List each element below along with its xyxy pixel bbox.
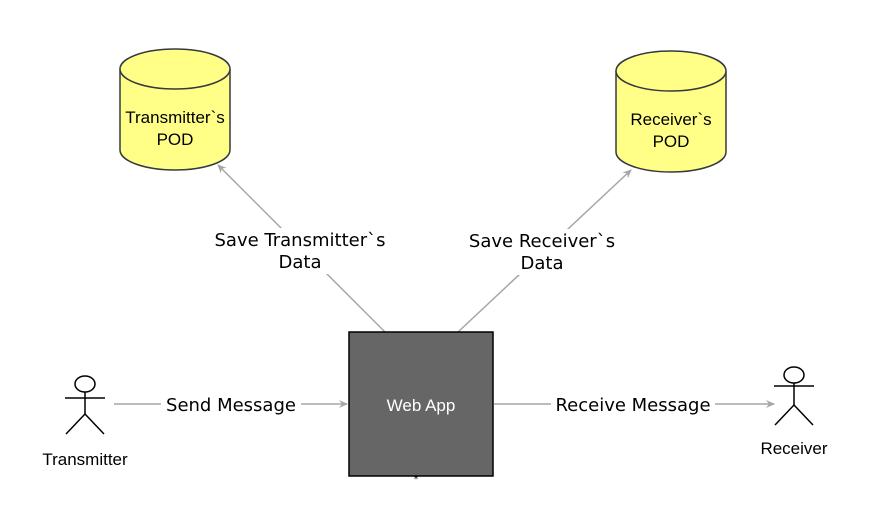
receiver-pod-label-line1: Receiver`s bbox=[630, 110, 711, 129]
web-app-box[interactable]: Web App * bbox=[348, 331, 494, 485]
transmitter-pod-label-line1: Transmitter`s bbox=[125, 108, 225, 127]
receiver-pod-label-line2: POD bbox=[653, 132, 690, 151]
stick-figure-icon bbox=[774, 366, 814, 426]
receiver-label: Receiver bbox=[760, 439, 827, 458]
save-transmitter-label-line1: Save Transmitter`s bbox=[215, 230, 386, 251]
save-receiver-label-line1: Save Receiver`s bbox=[469, 231, 615, 252]
send-message-label: Send Message bbox=[166, 395, 296, 416]
save-transmitter-label-line2: Data bbox=[279, 252, 322, 273]
transmitter-actor[interactable]: Transmitter bbox=[42, 375, 128, 469]
receive-message-label: Receive Message bbox=[555, 395, 710, 416]
web-app-handle-icon: * bbox=[414, 474, 419, 485]
stick-figure-icon bbox=[65, 375, 105, 435]
web-app-label: Web App bbox=[387, 396, 456, 415]
save-receiver-label-line2: Data bbox=[521, 253, 564, 274]
receiver-actor[interactable]: Receiver bbox=[760, 366, 828, 458]
transmitter-pod-cylinder[interactable]: Transmitter`s POD bbox=[119, 48, 231, 171]
transmitter-pod-label-line2: POD bbox=[157, 130, 194, 149]
receiver-pod-cylinder[interactable]: Receiver`s POD bbox=[615, 50, 727, 173]
transmitter-label: Transmitter bbox=[42, 450, 128, 469]
